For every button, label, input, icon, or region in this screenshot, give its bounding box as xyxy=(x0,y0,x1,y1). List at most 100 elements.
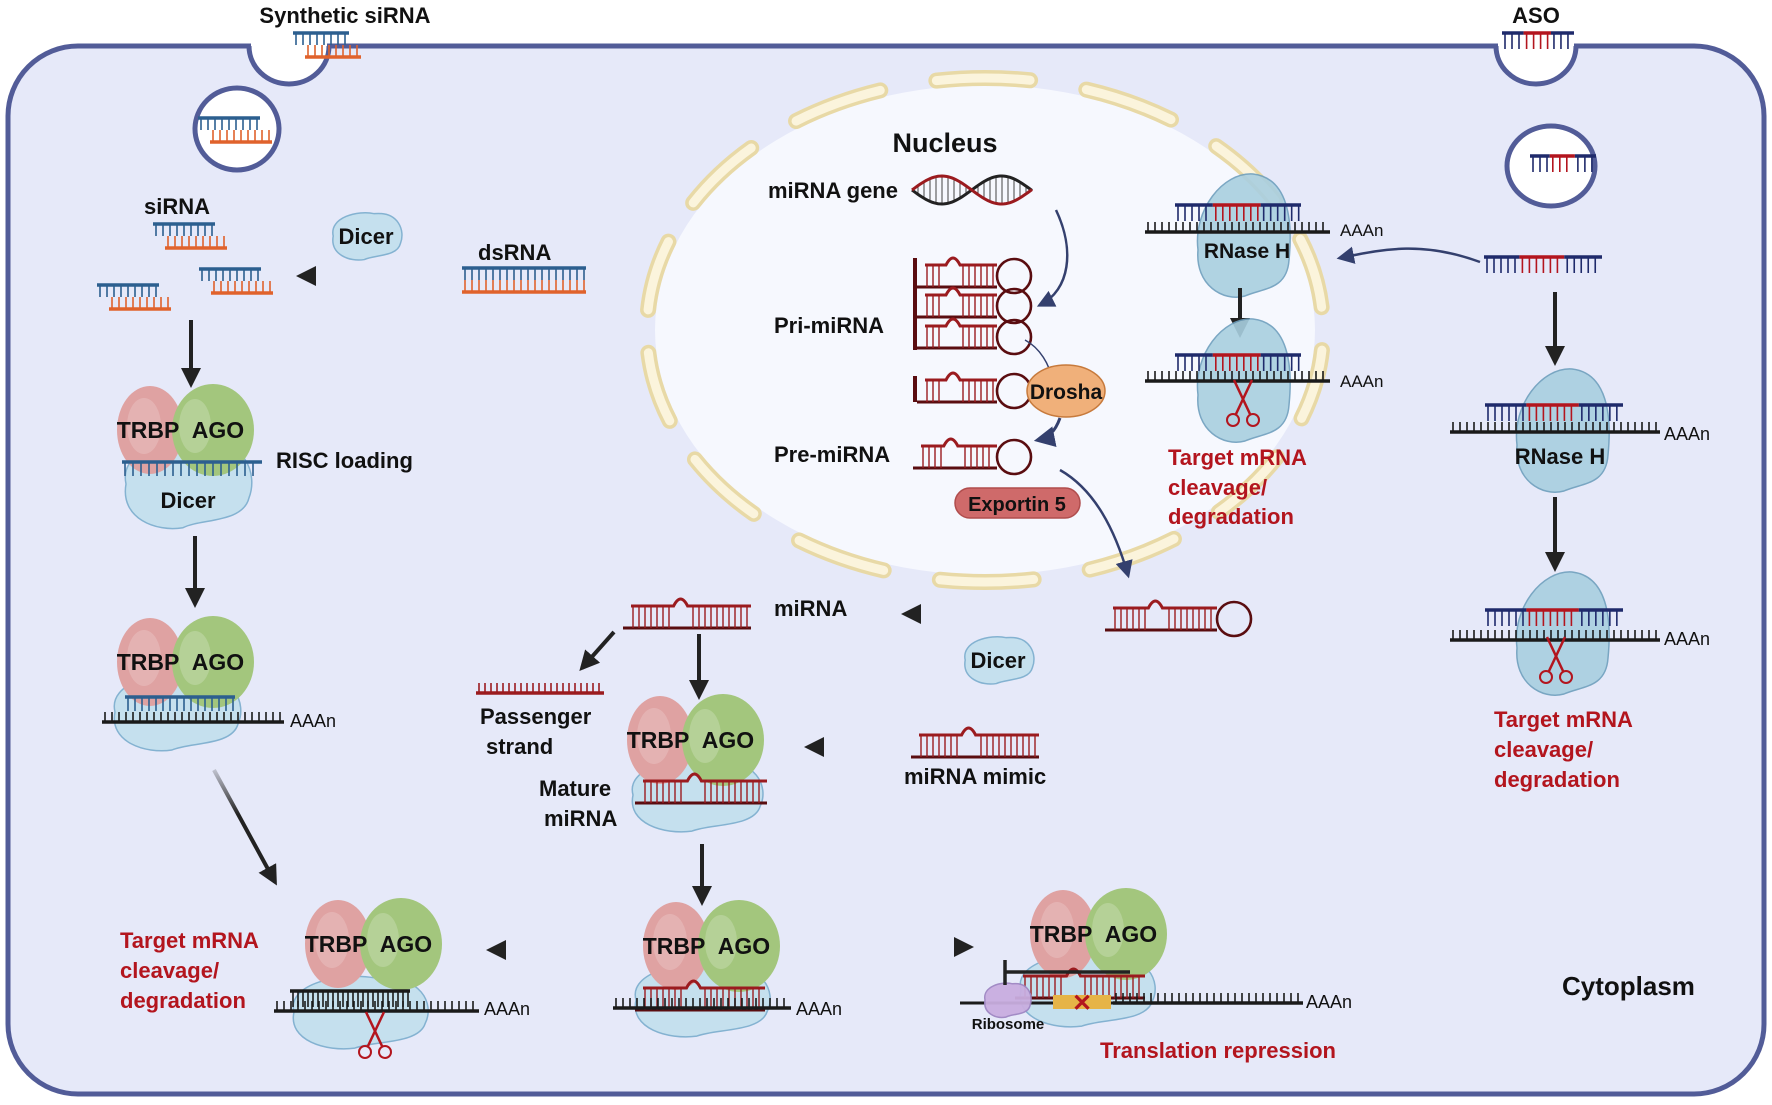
risc-loading-complex xyxy=(117,384,254,476)
pri-mirna-hairpin-2 xyxy=(917,286,1033,325)
risc-target-trbp xyxy=(117,618,183,706)
orf-blocked-x: ✕ xyxy=(1072,990,1092,1017)
dsrna-bottom xyxy=(462,280,586,294)
repression-ago-label: AGO xyxy=(1105,921,1157,947)
risc-loading-label: RISC loading xyxy=(276,448,413,473)
mature-mirna-line1: Mature xyxy=(539,776,611,801)
passenger-strand-line2: strand xyxy=(486,734,553,759)
hairpin-loop xyxy=(995,257,1033,295)
mirna-risc-ago-label: AGO xyxy=(702,727,754,753)
aso-label: ASO xyxy=(1512,3,1560,28)
sirna-result-line2: cleavage/ xyxy=(120,958,219,983)
aso-wing-3p xyxy=(1578,608,1623,626)
risc-loading-dicer-label: Dicer xyxy=(160,488,215,513)
mature-mirna-line2: miRNA xyxy=(544,806,617,831)
cyto-rnaseh-1-aso xyxy=(1485,403,1623,421)
synthetic-sirna-label: Synthetic siRNA xyxy=(259,3,430,28)
sirna-sense-strand xyxy=(293,31,349,45)
cyto-rnaseh-2-mrna xyxy=(1450,630,1660,642)
dicer-free-1 xyxy=(332,212,403,261)
nuclear-envelope-segment-inner xyxy=(1297,345,1327,423)
pri-mirna-hairpin-3 xyxy=(917,317,1033,356)
nuclear-envelope-segment-inner xyxy=(1081,85,1176,125)
cyto-rnaseh-1-label: RNase H xyxy=(1515,444,1605,469)
risc-loading-ago xyxy=(172,384,254,476)
aso-gap xyxy=(1526,608,1579,626)
arrow-gene-to-pri xyxy=(1036,209,1069,307)
aso-wing-3p xyxy=(1260,353,1301,371)
nuclear-envelope-segment-inner xyxy=(791,85,885,126)
mirna-mimic xyxy=(911,726,1039,759)
cytoplasm-label: Cytoplasm xyxy=(1562,971,1695,1001)
nucleus-result-line1: Target mRNA xyxy=(1168,445,1307,470)
aso-result-line1: Target mRNA xyxy=(1494,707,1633,732)
nuclear-envelope-segment-inner xyxy=(931,73,1035,86)
exportin-5-badge xyxy=(954,487,1081,519)
aso-wing-5p xyxy=(1530,154,1550,172)
nuclear-envelope-segment-inner xyxy=(643,237,673,315)
repression-trbp-label: TRBP xyxy=(1030,921,1093,947)
mirna-duplex xyxy=(623,597,751,630)
arrow-drosha-to-pre xyxy=(1033,417,1062,447)
risc-target-guide xyxy=(125,695,235,711)
sirna-cleave-complex xyxy=(305,898,442,990)
sirna-vesicle xyxy=(192,85,282,173)
aso-gap xyxy=(1549,154,1575,172)
sirna-antisense-strand xyxy=(210,130,272,144)
ribosome-label: Ribosome xyxy=(972,1016,1045,1033)
nuclear-envelope-segment-inner xyxy=(794,535,889,575)
mirna-risc-trbp xyxy=(627,696,693,784)
risc-target-aaan: AAAn xyxy=(290,711,336,731)
hairpin-loop xyxy=(1215,600,1253,638)
sirna-antisense-strand xyxy=(109,297,171,311)
cyto-rnaseh-2 xyxy=(1515,571,1610,696)
aso-wing-3p xyxy=(1578,403,1623,421)
nuclear-rnaseh-2-mrna xyxy=(1145,371,1330,383)
mirna-risc-trbp-label: TRBP xyxy=(627,727,690,753)
dicer-free-2 xyxy=(964,636,1035,685)
pre-mirna xyxy=(913,437,1033,476)
sirna-duplex-2 xyxy=(199,267,273,295)
repression-ago xyxy=(1085,888,1167,980)
nuclear-envelope-segment-inner xyxy=(1295,234,1327,312)
aso-wing-5p xyxy=(1485,608,1527,626)
exportin-5-label: Exportin 5 xyxy=(968,494,1066,516)
cyto-rnaseh-1-mrna xyxy=(1450,422,1660,434)
hairpin-loop xyxy=(995,438,1033,476)
nuclear-envelope-segment-inner xyxy=(1214,452,1282,517)
labels: Synthetic siRNA ASO Nucleus miRNA gene P… xyxy=(120,3,1695,1063)
effector-complex xyxy=(643,900,780,992)
arrow-aso-into-nucleus xyxy=(1336,246,1481,264)
cytoplasmic-pre-mirna xyxy=(1105,599,1253,638)
repression-aaan: AAAn xyxy=(1306,992,1352,1012)
nucleus-result-line3: degradation xyxy=(1168,504,1294,529)
dicer-label-2: Dicer xyxy=(970,648,1025,673)
effector-mrna xyxy=(613,998,791,1010)
sirna-cleave-guide xyxy=(290,989,410,1007)
nucleus-title: Nucleus xyxy=(892,128,997,158)
aso-wing-3p xyxy=(1564,255,1602,273)
nuclear-envelope-segment-inner xyxy=(688,143,756,208)
risc-loading-ago-label: AGO xyxy=(192,417,244,443)
aso-gap xyxy=(1526,403,1579,421)
repression-complex xyxy=(1030,888,1167,980)
aso-wing-3p xyxy=(1260,203,1301,221)
sirna-label: siRNA xyxy=(144,194,210,219)
nuclear-envelope-segment-inner xyxy=(935,574,1039,587)
aso-wing-5p xyxy=(1175,353,1213,371)
aso-wing-5p xyxy=(1484,255,1520,273)
nuclear-rnaseh-1-label: RNase H xyxy=(1204,240,1290,263)
nuclear-envelope-segment-inner xyxy=(1085,534,1179,575)
translation-repression-label: Translation repression xyxy=(1100,1038,1336,1063)
aso-gap xyxy=(1519,255,1565,273)
sirna-cleave-trbp xyxy=(305,900,371,988)
risc-target-ago-label: AGO xyxy=(192,649,244,675)
effector-trbp xyxy=(643,902,709,990)
nuclear-rnaseh-2-aso xyxy=(1175,353,1301,371)
aso-at-membrane xyxy=(1502,31,1574,49)
dsrna-label: dsRNA xyxy=(478,240,551,265)
mirna-mimic-label: miRNA mimic xyxy=(904,764,1046,789)
sirna-antisense-strand xyxy=(211,281,273,295)
mirna-gene-dna xyxy=(911,174,1033,206)
nucleus xyxy=(640,70,1330,590)
